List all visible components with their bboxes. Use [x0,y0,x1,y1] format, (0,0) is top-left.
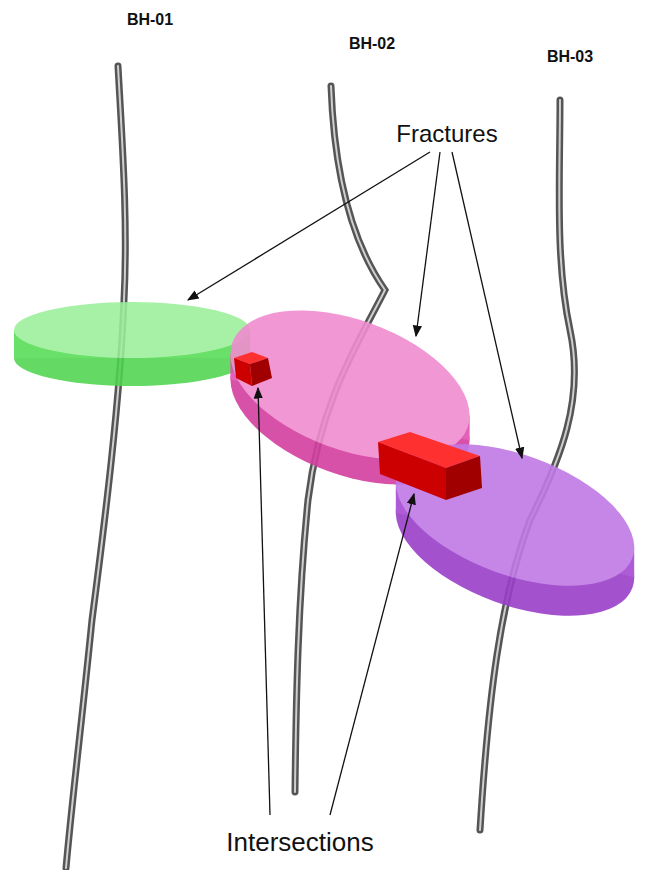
borehole [66,66,125,868]
callout-label: Intersections [226,828,373,857]
fracture-disk [14,302,250,386]
borehole-label: BH-01 [127,11,173,29]
fracture-disk [377,416,645,644]
leader-arrows [188,152,522,815]
callout-label: Fractures [396,121,497,147]
borehole-label: BH-02 [349,35,395,53]
intersection-block [378,432,482,500]
fracture-disk [210,281,489,514]
borehole-highlight [66,66,125,868]
borehole-label: BH-03 [547,48,593,66]
intersection-block [234,352,272,386]
